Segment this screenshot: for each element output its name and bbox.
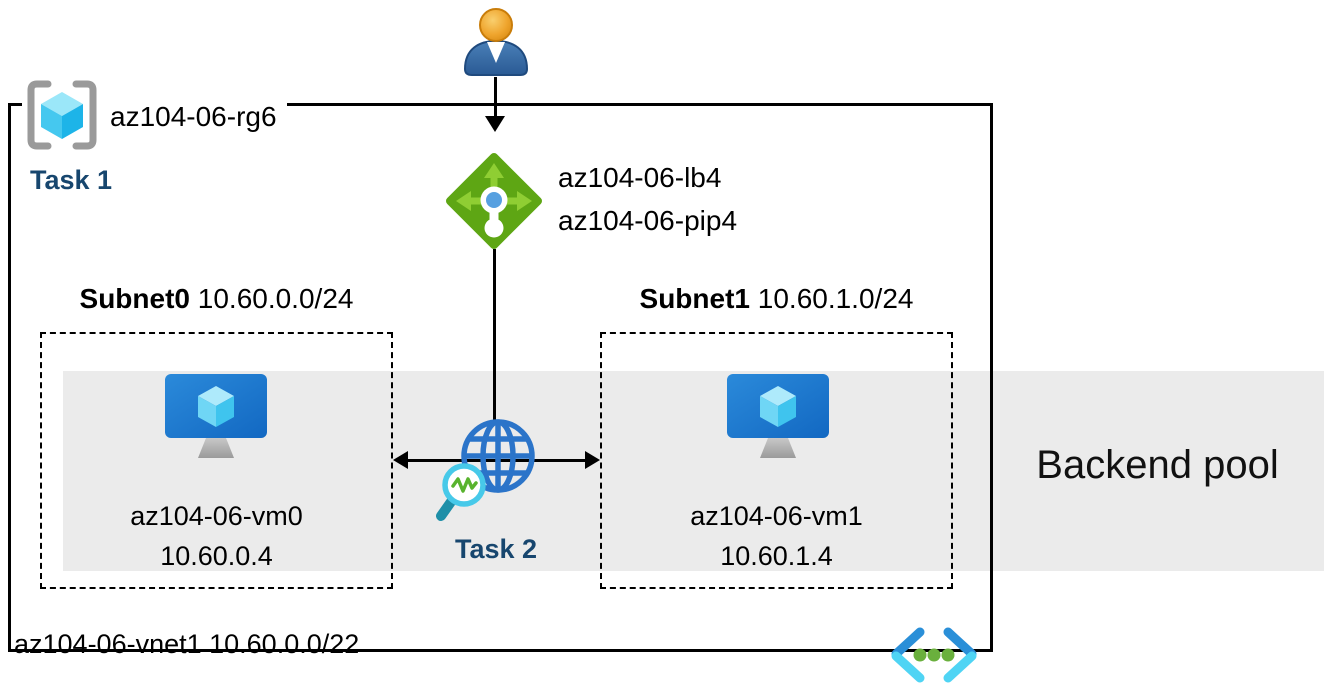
lb-name: az104-06-lb4 bbox=[558, 162, 722, 193]
vm0-name: az104-06-vm0 bbox=[130, 501, 303, 531]
subnet0-name: Subnet0 bbox=[79, 283, 190, 314]
down-arrowhead-icon bbox=[485, 116, 505, 132]
vm1-ip: 10.60.1.4 bbox=[720, 541, 833, 571]
vm0-ip: 10.60.0.4 bbox=[160, 541, 273, 571]
subnet0-box bbox=[40, 332, 393, 589]
user-icon bbox=[458, 5, 534, 82]
vm1-name: az104-06-vm1 bbox=[690, 501, 863, 531]
backend-pool-label: Backend pool bbox=[1036, 443, 1279, 487]
globe-magnifier-icon bbox=[436, 406, 552, 535]
backend-pool-band bbox=[63, 371, 1324, 571]
subnet1-name: Subnet1 bbox=[639, 283, 750, 314]
task1-label: Task 1 bbox=[30, 165, 113, 195]
code-brackets-dots-icon bbox=[880, 626, 988, 689]
user-to-lb-arrow-line bbox=[494, 77, 497, 118]
subnet1-cidr: 10.60.1.0/24 bbox=[757, 283, 914, 314]
resource-group-name: az104-06-rg6 bbox=[110, 101, 277, 132]
load-balancer-icon bbox=[444, 151, 544, 256]
task2-label: Task 2 bbox=[454, 534, 538, 564]
resource-group-chip: az104-06-rg6 bbox=[22, 80, 287, 154]
lb-pip-name: az104-06-pip4 bbox=[558, 205, 738, 236]
subnet0-label: Subnet0 10.60.0.0/24 bbox=[40, 283, 393, 315]
load-balancer-labels: az104-06-lb4 az104-06-pip4 bbox=[558, 156, 737, 242]
lb-to-probe-connector bbox=[493, 249, 496, 425]
subnet1-box bbox=[600, 332, 953, 589]
left-arrowhead-icon bbox=[393, 451, 408, 469]
vm1-monitor-icon bbox=[723, 370, 833, 471]
subnet0-cidr: 10.60.0.0/24 bbox=[197, 283, 354, 314]
vnet-label: az104-06-vnet1 10.60.0.0/22 bbox=[14, 629, 360, 659]
vm0-caption: az104-06-vm0 10.60.0.4 bbox=[40, 496, 393, 576]
right-arrowhead-icon bbox=[585, 451, 600, 469]
vm0-monitor-icon bbox=[161, 370, 271, 471]
resource-group-brackets-cube-icon bbox=[24, 79, 100, 156]
subnet1-label: Subnet1 10.60.1.0/24 bbox=[600, 283, 953, 315]
vm1-caption: az104-06-vm1 10.60.1.4 bbox=[600, 496, 953, 576]
